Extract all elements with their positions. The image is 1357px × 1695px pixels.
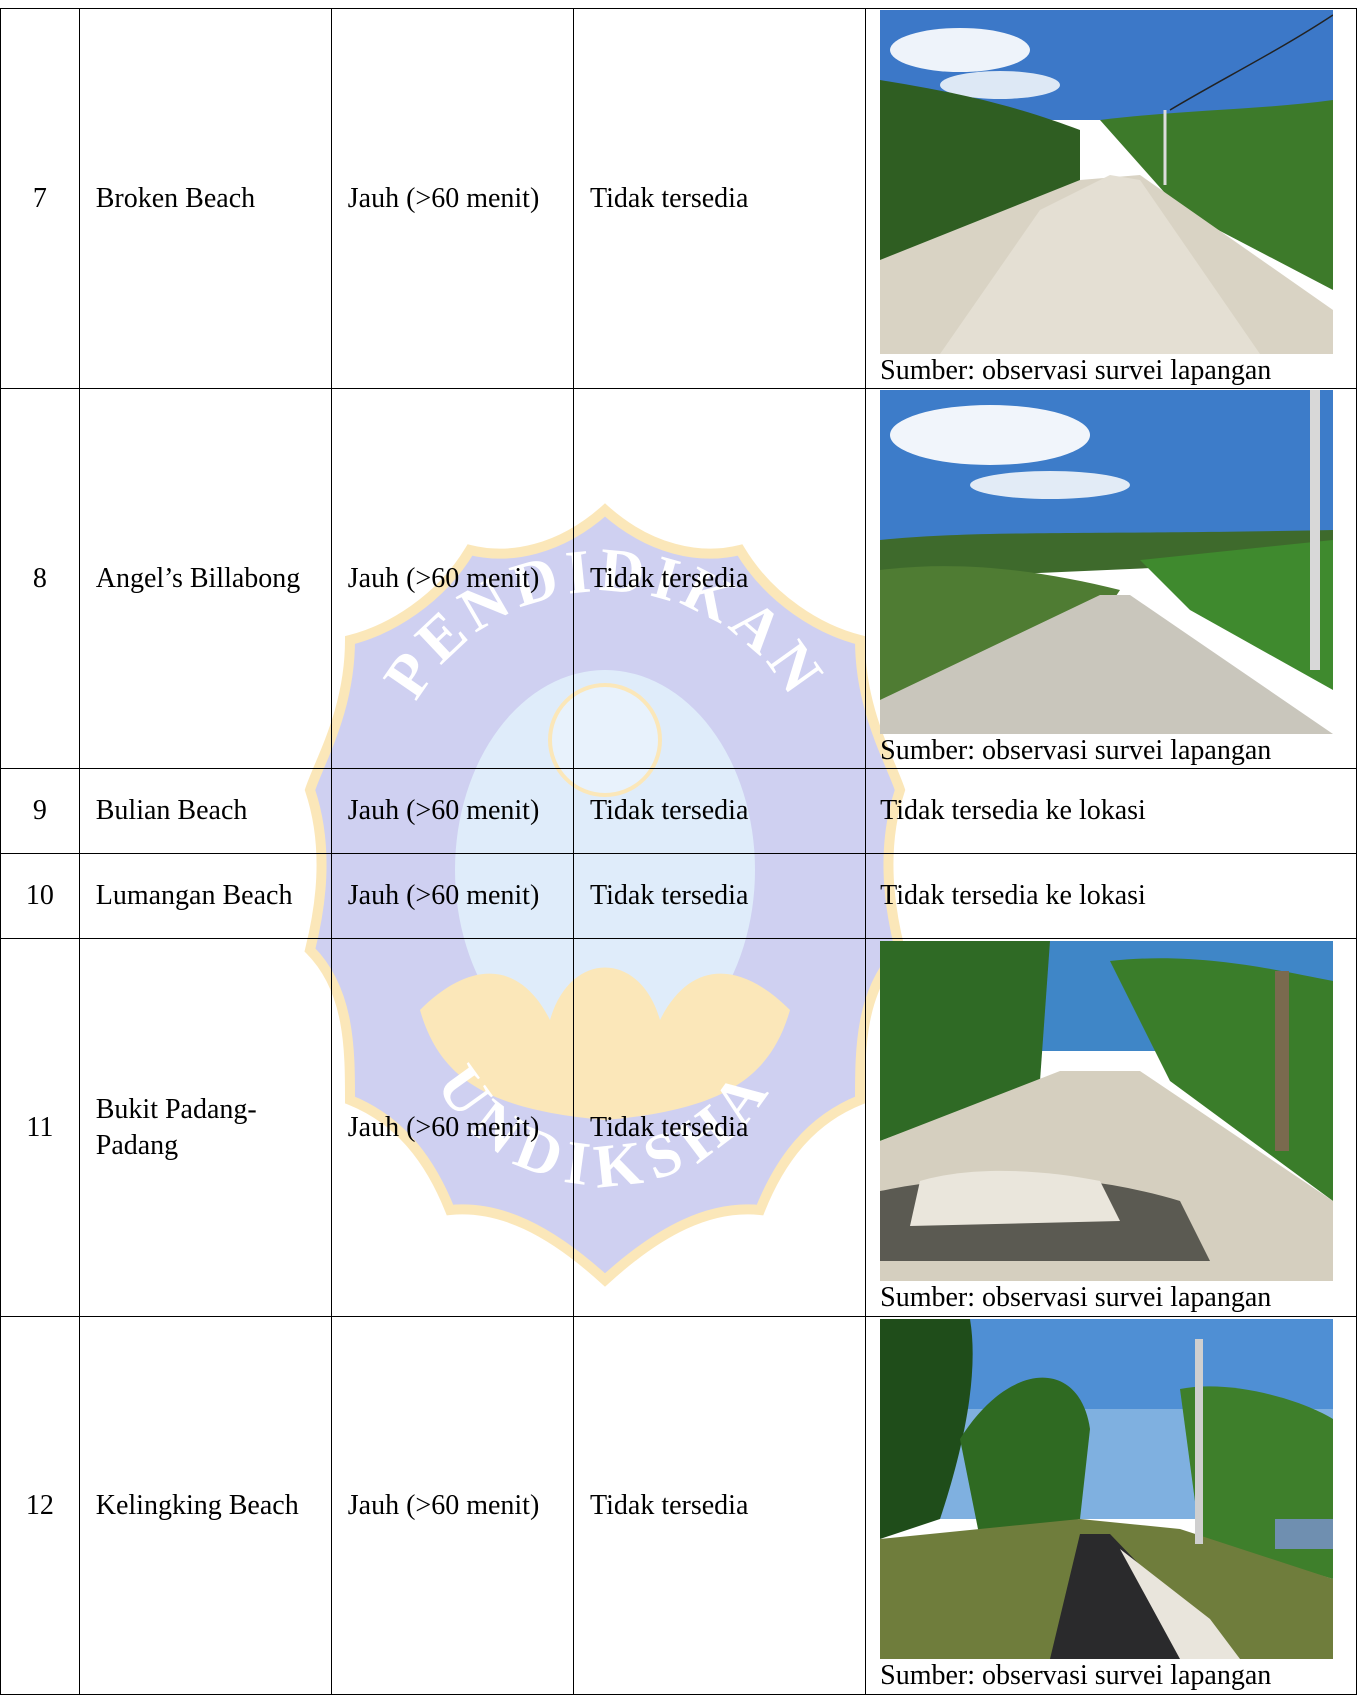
distance-value: Jauh (>60 menit) [330,768,575,854]
photo-caption: Sumber: observasi survei lapangan [880,354,1272,386]
photo-caption: Sumber: observasi survei lapangan [880,734,1272,766]
beach-name: Angel’s Billabong [78,388,332,769]
table-row: 8 Angel’s Billabong Jauh (>60 menit) Tid… [0,388,1357,769]
beach-name: Bukit Padang-Padang [78,938,332,1317]
road-photo-cell: Sumber: observasi survei lapangan [865,388,1357,769]
row-number: 11 [0,938,80,1317]
road-photo [880,940,1334,1281]
road-access-value: Tidak tersedia ke lokasi [865,768,1357,854]
table-row: 12 Kelingking Beach Jauh (>60 menit) Tid… [0,1316,1357,1695]
road-photo-cell: Sumber: observasi survei lapangan [865,8,1357,389]
distance-value: Jauh (>60 menit) [330,1316,575,1695]
distance-value: Jauh (>60 menit) [330,853,575,939]
road-photo [880,1318,1334,1659]
distance-value: Jauh (>60 menit) [330,388,575,769]
transport-value: Tidak tersedia [572,938,867,1317]
transport-value: Tidak tersedia [572,1316,867,1695]
row-number: 8 [0,388,80,769]
table-row: 11 Bukit Padang-Padang Jauh (>60 menit) … [0,938,1357,1317]
beach-name: Bulian Beach [78,768,332,854]
transport-value: Tidak tersedia [572,768,867,854]
table-row: 10 Lumangan Beach Jauh (>60 menit) Tidak… [0,853,1357,939]
photo-caption: Sumber: observasi survei lapangan [880,1659,1272,1691]
photo-caption: Sumber: observasi survei lapangan [880,1281,1272,1313]
beach-name: Broken Beach [78,8,332,389]
row-number: 10 [0,853,80,939]
road-photo-cell: Sumber: observasi survei lapangan [865,1316,1357,1695]
beach-name: Kelingking Beach [78,1316,332,1695]
road-access-table: 7 Broken Beach Jauh (>60 menit) Tidak te… [0,8,1357,1695]
row-number: 12 [0,1316,80,1695]
road-access-value: Tidak tersedia ke lokasi [865,853,1357,939]
table-row: 7 Broken Beach Jauh (>60 menit) Tidak te… [0,8,1357,389]
road-photo [880,9,1334,354]
distance-value: Jauh (>60 menit) [330,8,575,389]
transport-value: Tidak tersedia [572,853,867,939]
transport-value: Tidak tersedia [572,388,867,769]
road-photo [880,389,1334,734]
table-row: 9 Bulian Beach Jauh (>60 menit) Tidak te… [0,768,1357,854]
row-number: 7 [0,8,80,389]
beach-name: Lumangan Beach [78,853,332,939]
transport-value: Tidak tersedia [572,8,867,389]
road-photo-cell: Sumber: observasi survei lapangan [865,938,1357,1317]
row-number: 9 [0,768,80,854]
distance-value: Jauh (>60 menit) [330,938,575,1317]
